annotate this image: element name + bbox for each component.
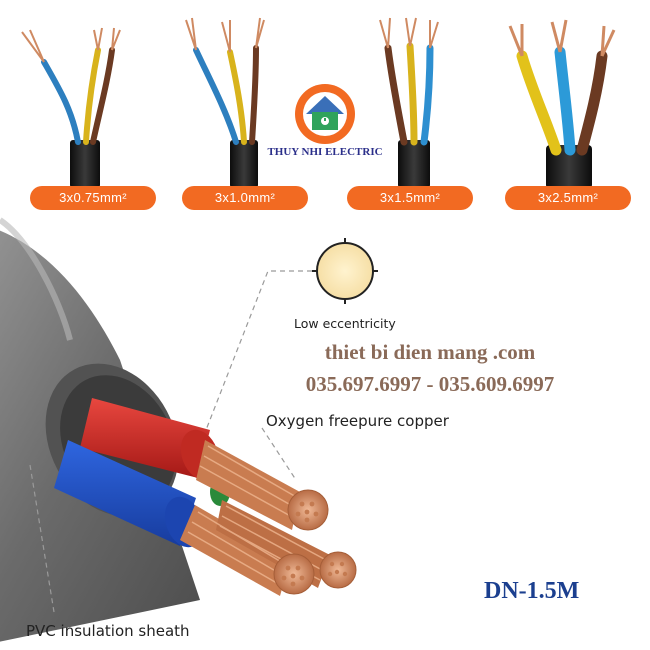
callout-eccentricity: Low eccentricity	[294, 316, 396, 331]
main-cable	[0, 217, 357, 642]
size-pill-4: 3x2.5mm²	[505, 186, 631, 210]
brand-name: THUY NHI ELECTRIC	[267, 146, 383, 158]
watermark-phones: 035.697.6997 - 035.609.6997	[305, 372, 555, 396]
cable-sample-3	[379, 17, 439, 188]
callout-copper: Oxygen freepure copper	[266, 412, 449, 430]
cable-sample-2	[185, 17, 265, 188]
size-pill-2: 3x1.0mm²	[182, 186, 308, 210]
model-number: DN-1.5M	[484, 578, 580, 604]
size-pill-1: 3x0.75mm²	[30, 186, 156, 210]
watermark-site: thiet bi dien mang .com	[324, 340, 536, 364]
eccentricity-icon	[312, 238, 378, 304]
size-pill-3: 3x1.5mm²	[347, 186, 473, 210]
callout-sheath: PVC insulation sheath	[26, 622, 190, 640]
cable-sample-4	[508, 19, 616, 189]
callout-leaders	[29, 270, 312, 613]
cable-sample-1	[21, 27, 121, 188]
brand-logo	[295, 84, 355, 144]
